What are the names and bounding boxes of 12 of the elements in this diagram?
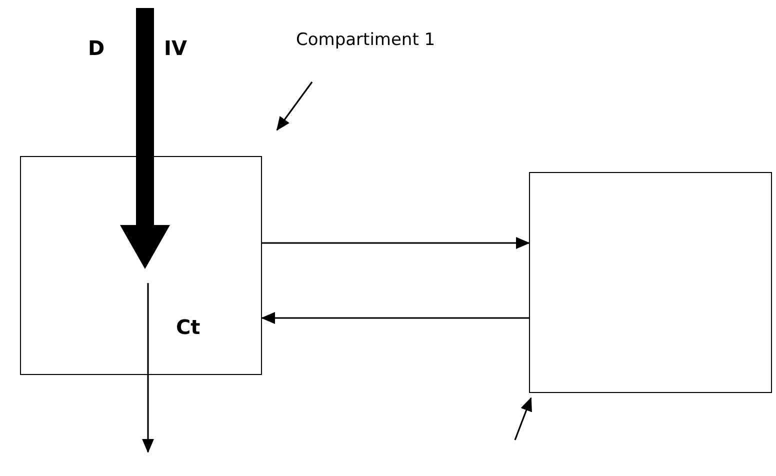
- arrow: [262, 237, 530, 249]
- arrow: [142, 283, 154, 453]
- compartment-box: [20, 156, 262, 375]
- leader-line: [276, 82, 313, 131]
- route-label: D: [88, 36, 105, 60]
- dose-arrow: [120, 8, 170, 269]
- arrow: [514, 397, 532, 440]
- callout-label: Compartiment 1: [296, 30, 436, 50]
- compartment-label: Ct: [176, 315, 200, 339]
- compartment-box: [529, 172, 772, 393]
- arrow: [261, 312, 529, 324]
- route-label: IV: [164, 36, 187, 60]
